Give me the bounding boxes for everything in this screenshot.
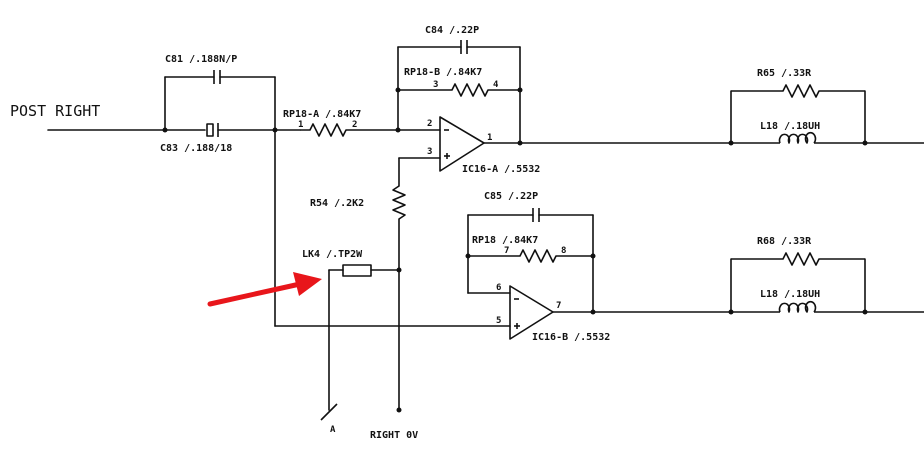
ic16a-pin3: 3 [427,147,432,157]
l18b-gap [780,305,814,319]
ic16a-pin1: 1 [487,133,492,143]
annotation-arrow-head [293,272,322,296]
rp18b-label: RP18-B /.84K7 [404,67,482,78]
r68-label: R68 /.33R [757,236,812,247]
c85-label: C85 /.22P [484,191,538,202]
lk4-label: LK4 /.TP2W [302,249,363,260]
input-label: POST RIGHT [10,102,100,120]
rp18a-resistor [300,123,398,137]
l18a-inductor [778,131,817,144]
r54-label: R54 /.2K2 [310,198,364,209]
l18b-inductor [778,300,817,313]
ground-a-label: A [330,425,336,435]
junction [590,309,596,315]
ic16b-pin6: 6 [496,283,501,293]
junction [590,253,596,259]
rp18a-label: RP18-A /.84K7 [283,109,361,120]
ground-a-symbol [320,403,338,421]
right-0v-label: RIGHT 0V [370,430,418,441]
rp18a-pin2: 2 [352,120,357,130]
rp18-pin8: 8 [561,246,566,256]
rp18b-pin3: 3 [433,80,438,90]
junction [517,87,523,93]
ic16a-label: IC16-A /.5532 [462,164,540,175]
c84-label: C84 /.22P [425,25,479,36]
l18a-label: L18 /.18UH [760,121,820,132]
rp18-resistor [468,249,593,263]
lk4-body [342,264,372,277]
c83-body [206,123,214,137]
junction [396,407,402,413]
annotation-arrow-shaft [207,281,303,307]
l18a-gap [780,136,814,150]
r65-resistor [731,84,865,98]
ic16a-pin2: 2 [427,119,432,129]
ic16a-opamp [439,116,485,172]
r68-resistor [731,252,865,266]
rp18b-resistor [398,83,520,97]
r54-resistor [392,185,406,220]
ic16b-pin7: 7 [556,301,561,311]
ic16b-pin5: 5 [496,316,501,326]
r65-label: R65 /.33R [757,68,812,79]
c81-label: C81 /.188N/P [165,54,237,65]
junction [517,140,523,146]
c83-label: C83 /.188/18 [160,143,232,154]
l18b-label: L18 /.18UH [760,289,820,300]
rp18-pin7: 7 [504,246,509,256]
ic16b-label: IC16-B /.5532 [532,332,610,343]
ic16b-opamp [509,285,554,340]
rp18a-pin1: 1 [298,120,303,130]
rp18b-pin4: 4 [493,80,499,90]
rp18-label: RP18 /.84K7 [472,235,538,246]
